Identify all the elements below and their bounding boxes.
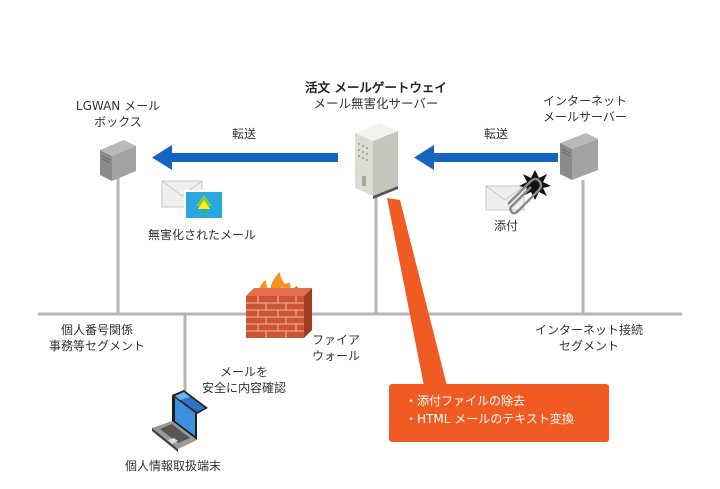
firewall-label-line1: ファイア	[311, 333, 360, 347]
internet-segment-label: インターネット接続 セグメント	[528, 322, 650, 354]
gateway-server-icon	[355, 123, 398, 199]
lgwan-mailbox-label: LGWAN メール ボックス	[54, 98, 182, 130]
internet-mail-server-label-line2: メールサーバー	[543, 110, 627, 124]
laptop-icon	[152, 390, 208, 452]
terminal-note-line1: メールを	[219, 365, 268, 379]
attachment-envelope-icon	[485, 185, 525, 211]
sanitization-callout: ・添付ファイルの除去 ・HTML メールのテキスト変換	[389, 384, 609, 442]
paperclip-icon	[507, 177, 543, 215]
attachment-label: 添付	[493, 219, 518, 233]
arrow-right-transfer	[414, 145, 558, 170]
mynumber-segment-label: 個人番号関係 事務等セグメント	[42, 322, 152, 354]
sanitized-mail-label: 無害化されたメール	[147, 228, 256, 242]
firewall-label-line2: ウォール	[311, 349, 360, 363]
internet-segment-line1: インターネット接続	[534, 323, 643, 337]
network-lines	[38, 178, 682, 398]
gateway-label: 活文 メールゲートウェイ メール無害化サーバー	[296, 80, 456, 112]
gateway-label-line2: メール無害化サーバー	[313, 96, 439, 111]
internet-server-icon	[560, 133, 598, 180]
left-transfer-label: 転送	[231, 127, 256, 141]
terminal-note-label: メールを 安全に内容確認	[196, 364, 292, 396]
firewall-icon	[246, 272, 312, 338]
right-transfer-label: 転送	[483, 127, 508, 141]
image-file-icon	[184, 190, 224, 220]
lgwan-mailbox-label-line1: LGWAN メール	[75, 99, 161, 113]
internet-mail-server-label: インターネット メールサーバー	[530, 93, 640, 125]
callout-item: ・HTML メールのテキスト変換	[405, 412, 574, 426]
callout-item: ・添付ファイルの除去	[405, 394, 526, 408]
internet-mail-server-label-line1: インターネット	[542, 94, 627, 108]
gateway-label-line1: 活文 メールゲートウェイ	[305, 80, 447, 95]
callout-pointer	[387, 198, 447, 386]
firewall-label: ファイア ウォール	[300, 332, 372, 364]
terminal-label: 個人情報取扱端末	[124, 459, 221, 473]
mynumber-segment-line2: 事務等セグメント	[48, 339, 145, 353]
terminal-note-line2: 安全に内容確認	[201, 381, 286, 395]
lgwan-server-icon	[100, 140, 136, 181]
mynumber-segment-line1: 個人番号関係	[60, 323, 133, 337]
arrow-left-transfer	[152, 145, 338, 170]
lgwan-mailbox-label-line2: ボックス	[94, 115, 142, 129]
internet-segment-line2: セグメント	[558, 339, 619, 353]
